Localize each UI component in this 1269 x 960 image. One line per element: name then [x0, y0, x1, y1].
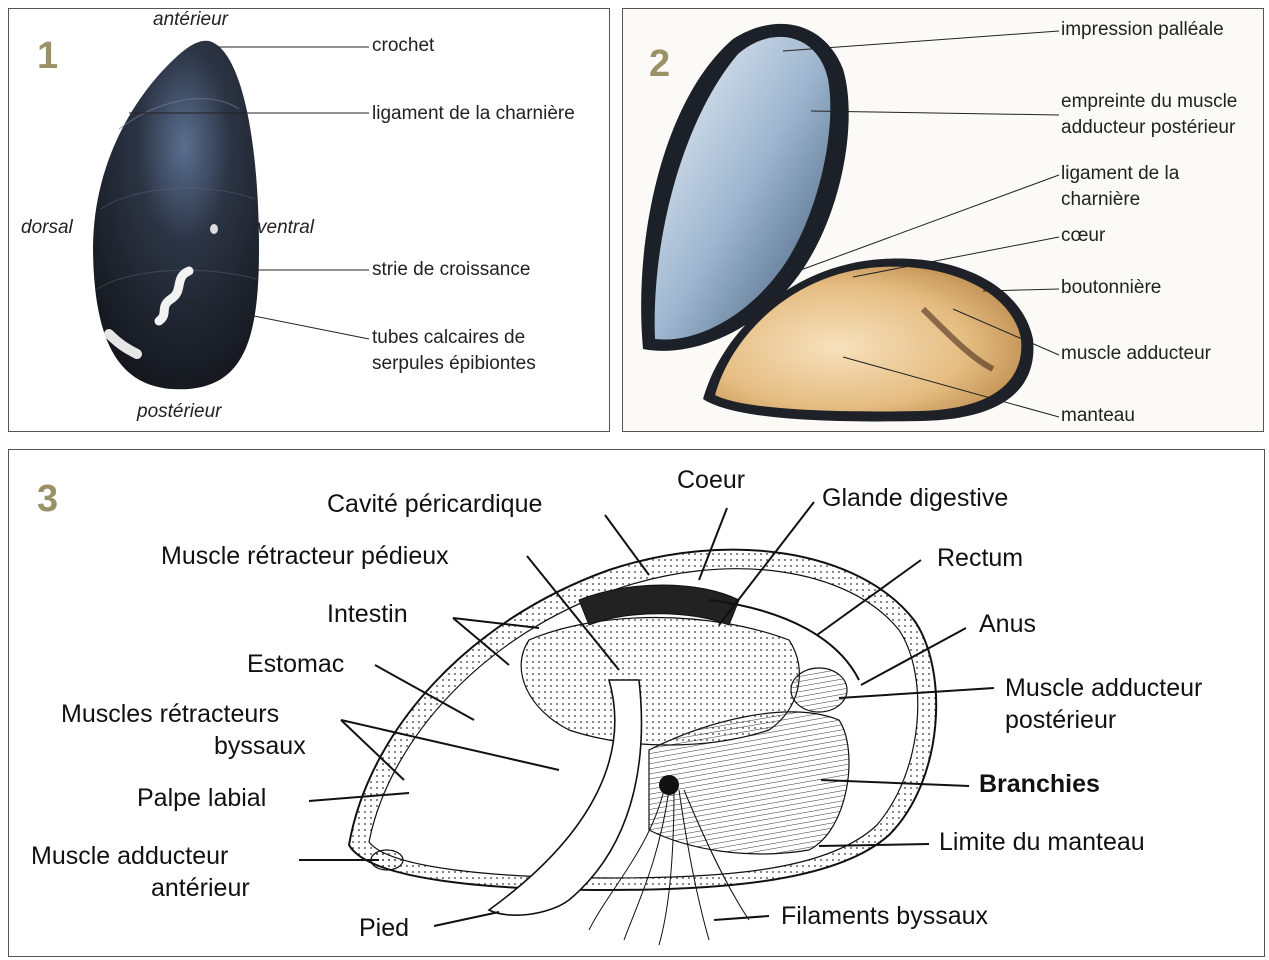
- rectum-label: Rectum: [937, 542, 1023, 574]
- anterior-adductor-label-line1: Muscle adducteur: [31, 840, 228, 872]
- growth-line-label: strie de croissance: [372, 257, 530, 283]
- serpulid-tubes-label-line1: tubes calcaires de: [372, 325, 525, 351]
- posterior-label: postérieur: [137, 401, 222, 423]
- serpulid-tubes-label-line2: serpules épibiontes: [372, 351, 536, 377]
- anterior-label: antérieur: [153, 9, 228, 31]
- labial-palp-label: Palpe labial: [137, 782, 266, 814]
- foot-label: Pied: [359, 912, 409, 944]
- anus-label: Anus: [979, 608, 1036, 640]
- panel-1-external-shell: 1 antérieur postérieur dorsal ventral cr…: [8, 8, 610, 432]
- open-mussel-illustration: [623, 9, 1264, 432]
- byssal-retractors-label-line1: Muscles rétracteurs: [61, 698, 279, 730]
- panel-3-anatomy-diagram: 3: [8, 449, 1265, 957]
- posterior-adductor-label-line1: Muscle adducteur: [1005, 672, 1202, 704]
- panel-2-internal-view: 2: [622, 8, 1264, 432]
- pallial-line-label: impression palléale: [1061, 17, 1224, 43]
- anterior-adductor-label-line2: antérieur: [151, 872, 250, 904]
- pedal-retractor-label: Muscle rétracteur pédieux: [161, 540, 449, 572]
- gills-label: Branchies: [979, 768, 1100, 800]
- digestive-gland-label: Glande digestive: [822, 482, 1008, 514]
- stomach-label: Estomac: [247, 648, 344, 680]
- heart-label: Coeur: [677, 464, 745, 496]
- hinge-ligament-label-line1: ligament de la: [1061, 161, 1179, 187]
- intestine-label: Intestin: [327, 598, 408, 630]
- hinge-ligament-label-line2: charnière: [1061, 187, 1140, 213]
- mantle-label: manteau: [1061, 403, 1135, 429]
- byssal-threads-label: Filaments byssaux: [781, 900, 988, 932]
- hinge-ligament-label: ligament de la charnière: [372, 101, 575, 127]
- pericardial-cavity-label: Cavité péricardique: [327, 488, 542, 520]
- heart-label: cœur: [1061, 223, 1105, 249]
- umbo-label: crochet: [372, 33, 434, 59]
- adductor-muscle-label: muscle adducteur: [1061, 341, 1211, 367]
- buttonhole-label: boutonnière: [1061, 275, 1161, 301]
- dorsal-label: dorsal: [21, 217, 73, 239]
- ventral-label: ventral: [257, 217, 314, 239]
- adductor-scar-label-line2: adducteur postérieur: [1061, 115, 1235, 141]
- adductor-scar-label-line1: empreinte du muscle: [1061, 89, 1237, 115]
- posterior-adductor-label-line2: postérieur: [1005, 704, 1116, 736]
- byssal-retractors-label-line2: byssaux: [214, 730, 306, 762]
- mantle-edge-label: Limite du manteau: [939, 826, 1145, 858]
